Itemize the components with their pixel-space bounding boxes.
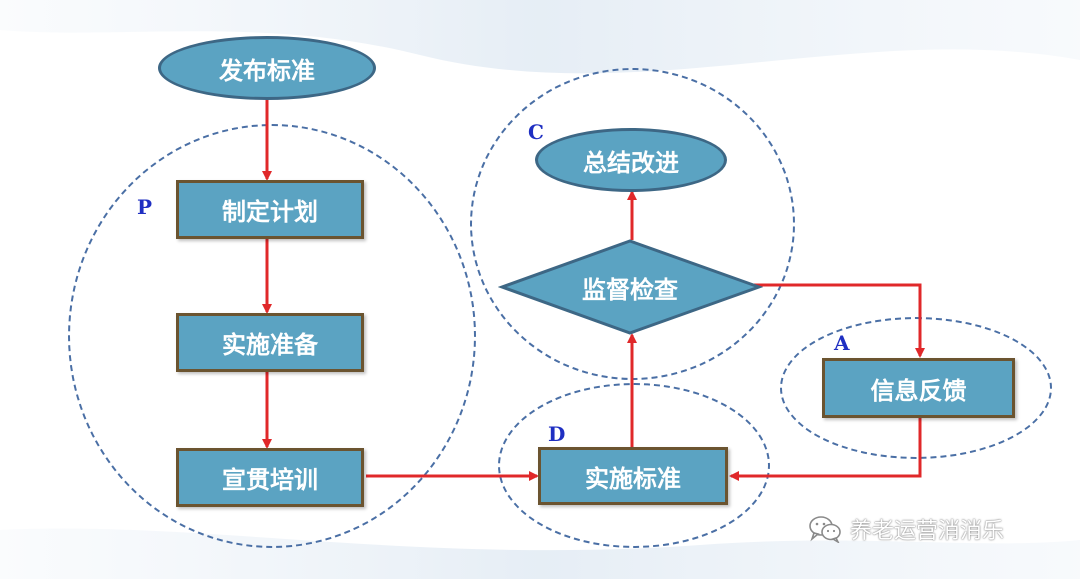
wechat-icon — [809, 516, 841, 543]
node-prepare-implementation: 实施准备 — [176, 313, 364, 372]
node-summarize-improve: 总结改进 — [535, 128, 727, 192]
node-implement-standard: 实施标准 — [538, 447, 728, 505]
node-make-plan: 制定计划 — [176, 180, 364, 239]
node-supervise-check-shape — [498, 239, 763, 335]
node-info-feedback: 信息反馈 — [822, 358, 1015, 418]
node-publish-standard: 发布标准 — [158, 36, 376, 100]
zone-p-label: P — [137, 195, 153, 219]
zone-a-label: A — [834, 331, 850, 355]
watermark-text: 养老运营消消乐 — [850, 519, 1005, 544]
zone-d-label: D — [548, 422, 566, 446]
zone-p — [68, 124, 476, 548]
node-supervise-check: 监督检查 — [582, 275, 678, 304]
watermark: 养老运营消消乐 — [808, 514, 1004, 544]
node-publicize-training: 宣贯培训 — [176, 448, 364, 507]
zone-c-label: C — [528, 120, 544, 144]
